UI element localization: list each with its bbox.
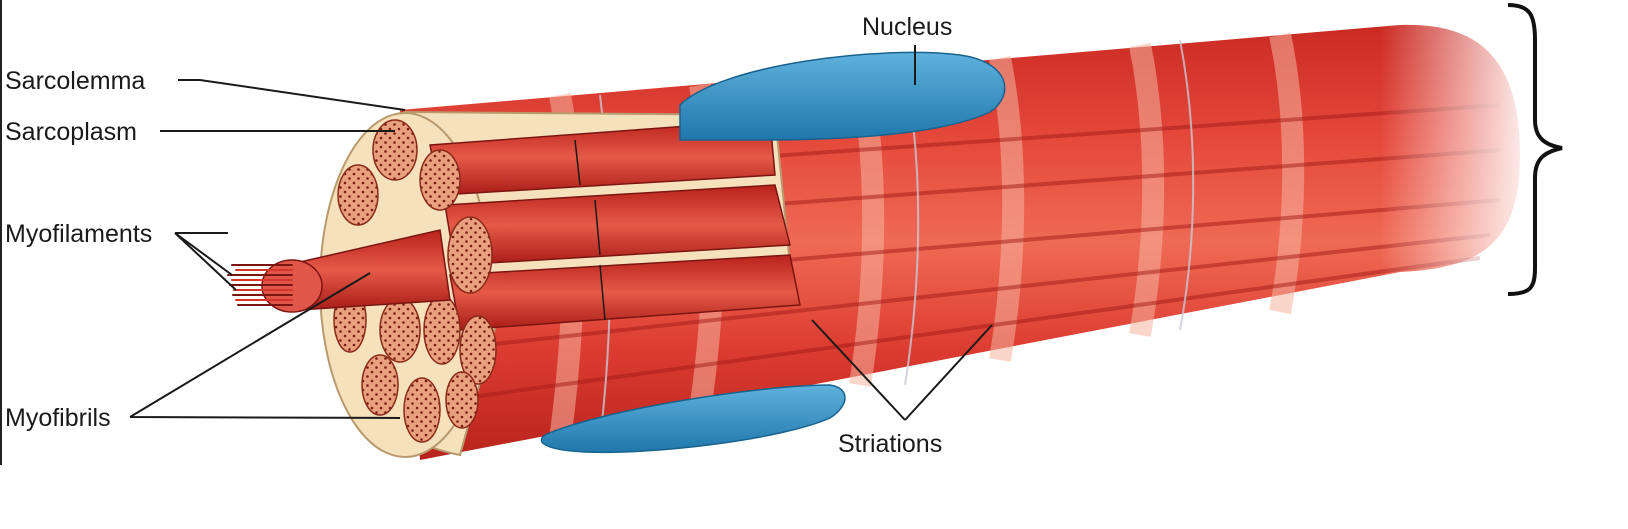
striations-leader bbox=[811, 319, 993, 421]
myofibrils-leader bbox=[129, 272, 401, 419]
label-sarcolemma: Sarcolemma bbox=[5, 67, 145, 95]
myofilaments-leader bbox=[174, 232, 237, 291]
label-myofilaments: Myofilaments bbox=[5, 220, 152, 248]
label-striations: Striations bbox=[838, 430, 942, 458]
fiber-bracket bbox=[1507, 3, 1563, 296]
myofibril-cross-sections bbox=[333, 119, 497, 443]
label-myofibrils: Myofibrils bbox=[5, 404, 111, 432]
sarcolemma-leader bbox=[178, 79, 406, 111]
label-sarcoplasm: Sarcoplasm bbox=[5, 118, 137, 146]
label-nucleus: Nucleus bbox=[862, 13, 952, 41]
nucleus-top bbox=[679, 51, 1006, 141]
protruding-myofibril bbox=[227, 229, 451, 313]
nucleus-bottom bbox=[540, 384, 846, 454]
leader-lines bbox=[129, 45, 993, 421]
